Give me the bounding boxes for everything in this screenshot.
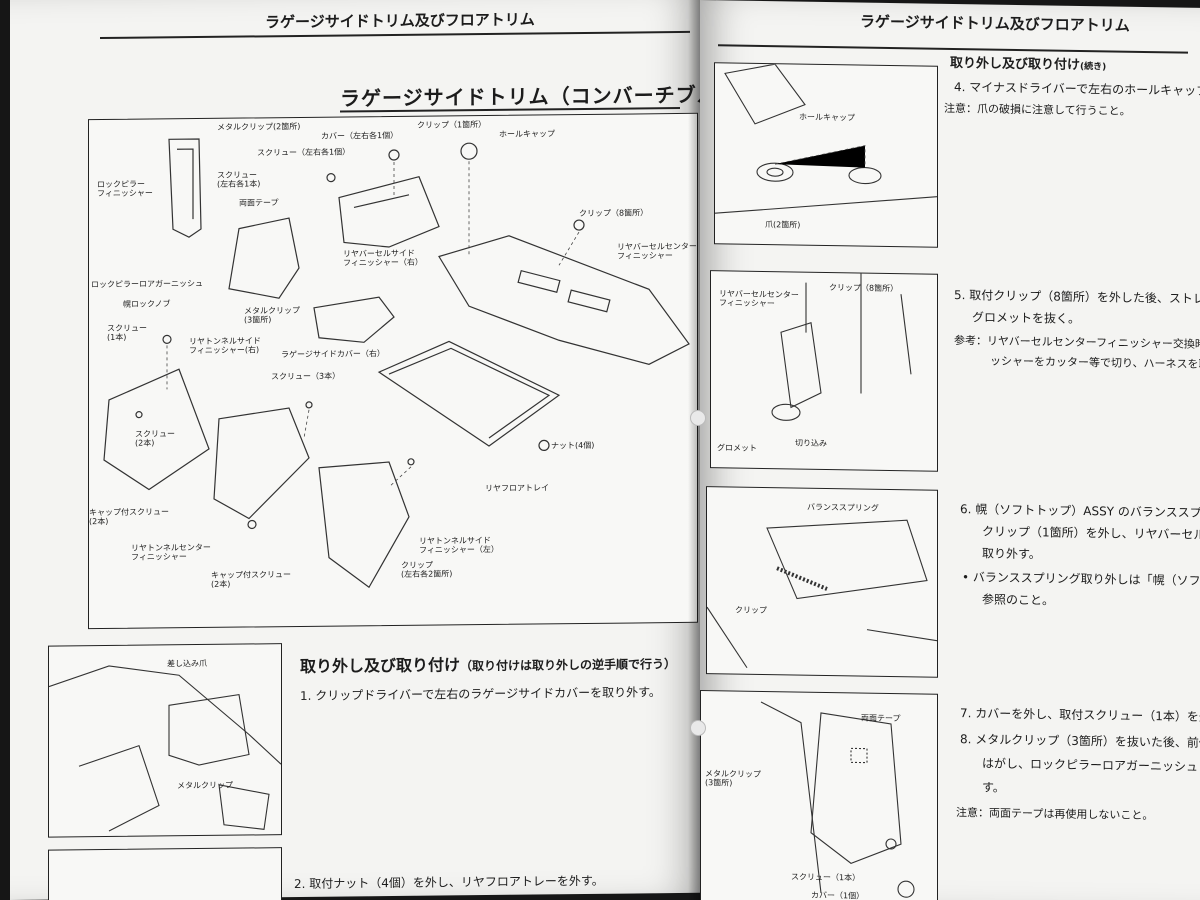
figure-double-tape: 両面テープ メタルクリップ (3箇所) スクリュー（1本） カバー（1個） <box>700 690 938 900</box>
step-2: 2. 取付ナット（4個）を外し、リヤフロアトレーを外す。 <box>294 873 604 892</box>
figure-label: 両面テープ <box>861 713 901 724</box>
diagram-label: リヤトンネルセンター フィニッシャー <box>131 542 211 562</box>
step-1: 1. クリップドライバーで左右のラゲージサイドカバーを取り外す。 <box>300 685 661 703</box>
figure-balance-spring-drawing <box>707 519 937 669</box>
step-6-cont1: クリップ（1箇所）を外し、リヤバーセルサイ <box>982 524 1200 543</box>
diagram-label: ホールキャップ <box>499 129 555 139</box>
step-5-cont: グロメットを抜く。 <box>972 310 1081 326</box>
page-header-right: ラゲージサイドトリム及びフロアトリム <box>860 12 1130 35</box>
diagram-label: スクリュー (1本) <box>107 323 147 342</box>
diagram-label: ナット(4個) <box>551 440 595 451</box>
diagram-label: リヤトンネルサイド フィニッシャー（左） <box>419 535 499 555</box>
inset-figure-1: 差し込み爪 メタルクリップ <box>48 643 282 838</box>
figure-label: リヤバーセルセンター フィニッシャー <box>719 289 799 309</box>
figure-label: スクリュー（1本） <box>791 872 861 883</box>
figure-label: クリップ（8箇所） <box>829 283 899 294</box>
inset-label: 差し込み爪 <box>167 658 207 669</box>
diagram-drawing <box>103 138 690 589</box>
diagram-label: クリップ（8箇所） <box>579 208 649 219</box>
step-8: 8. メタルクリップ（3箇所）を抜いた後、前側 <box>960 732 1200 751</box>
header-rule-left <box>100 30 690 40</box>
diagram-label: メタルクリップ(2箇所) <box>217 121 301 132</box>
inset-figure-2 <box>48 847 282 900</box>
figure-label: 切り込み <box>795 438 827 448</box>
figure-hole-cap-drawing <box>715 63 937 214</box>
section-title-right: 取り外し及び取り付け(続き) <box>950 55 1107 73</box>
diagram-label: ロックピラー フィニッシャー <box>97 179 153 199</box>
diagram-label: リヤバーセルサイド フィニッシャー（右） <box>343 248 423 268</box>
exploded-diagram: メタルクリップ(2箇所) カバー（左右各1個） クリップ（1箇所） ホールキャッ… <box>88 112 698 630</box>
figure-label: 爪(2箇所) <box>765 220 801 230</box>
diagram-label: リヤフロアトレイ <box>485 483 549 494</box>
left-page: ラゲージサイドトリム及びフロアトリム ラゲージサイドトリム（コンバーチブル車） <box>10 0 760 900</box>
figure-balance-spring: バランススプリング クリップ <box>706 486 938 678</box>
figure-double-tape-drawing <box>760 701 915 898</box>
figure-label: クリップ <box>735 605 767 616</box>
step-4: 4. マイナスドライバーで左右のホールキャップを取り外 <box>954 79 1200 99</box>
bullet-6-cont: 参照のこと。 <box>982 592 1055 608</box>
ref-5: 参考：リヤバーセルセンターフィニッシャー交換時は、グ <box>954 333 1200 352</box>
right-page: ラゲージサイドトリム及びフロアトリム 取り外し及び取り付け(続き) ホールキャッ… <box>690 0 1200 900</box>
figure-label: バランススプリング <box>807 502 879 513</box>
step-6-cont2: 取り外す。 <box>982 546 1041 562</box>
bullet-6: • バランススプリング取り外しは「幌（ソフト <box>962 570 1200 589</box>
diagram-label: ラゲージサイドカバー（右） <box>281 349 385 360</box>
diagram-label: リヤバーセルセンター フィニッシャー <box>617 241 697 261</box>
diagram-label: スクリュー（左右各1個） <box>257 147 351 158</box>
page-header-left: ラゲージサイドトリム及びフロアトリム <box>265 10 535 32</box>
step-5: 5. 取付クリップ（8箇所）を外した後、ストレージ <box>954 287 1200 307</box>
diagram-label: カバー（左右各1個） <box>321 130 399 141</box>
inset-drawing-1 <box>49 665 281 832</box>
diagram-label: スクリュー (2本) <box>135 429 175 448</box>
figure-label: グロメット <box>717 443 757 453</box>
diagram-label: キャップ付スクリュー (2本) <box>211 570 291 589</box>
figure-grommet-drawing <box>771 273 912 421</box>
diagram-label: リヤトンネルサイド フィニッシャー(右) <box>189 336 261 356</box>
section-title-left: 取り外し及び取り付け（取り付けは取り外しの逆手順で行う） <box>300 655 677 676</box>
diagram-label: スクリュー (左右各1本) <box>217 170 261 189</box>
diagram-label: クリップ（1箇所） <box>417 120 487 130</box>
figure-label: メタルクリップ (3箇所) <box>705 769 761 788</box>
figure-label: ホールキャップ <box>799 112 855 123</box>
binding-hole <box>690 409 706 427</box>
ref-5-cont: ッシャーをカッター等で切り、ハーネスを取り <box>990 354 1200 372</box>
diagram-label: 両面テープ <box>239 198 279 208</box>
figure-grommet: リヤバーセルセンター フィニッシャー クリップ（8箇所） グロメット 切り込み <box>710 270 938 472</box>
diagram-label: クリップ (左右各2箇所) <box>401 560 453 579</box>
step-6: 6. 幌（ソフトトップ）ASSY のバランススプリン <box>960 502 1200 521</box>
figure-hole-cap: ホールキャップ 爪(2箇所) <box>714 62 938 248</box>
diagram-label: ロックピラーロアガーニッシュ <box>91 278 203 290</box>
note-8: 注意：両面テープは再使用しないこと。 <box>956 806 1154 823</box>
diagram-label: 幌ロックノブ <box>123 299 171 309</box>
figure-label: カバー（1個） <box>811 890 865 900</box>
step-7: 7. カバーを外し、取付スクリュー（1本）を外 <box>960 706 1200 725</box>
diagram-label: スクリュー（3本） <box>271 371 341 382</box>
step-8-cont1: はがし、ロックピラーロアガーニッシュ（左 <box>982 756 1200 775</box>
binding-hole <box>690 719 706 737</box>
diagram-label: メタルクリップ (3箇所) <box>244 305 300 325</box>
step-8-cont2: す。 <box>982 780 1005 795</box>
note-4: 注意：爪の破損に注意して行うこと。 <box>944 101 1131 118</box>
inset-label: メタルクリップ <box>177 780 233 791</box>
diagram-label: キャップ付スクリュー (2本) <box>89 507 169 527</box>
